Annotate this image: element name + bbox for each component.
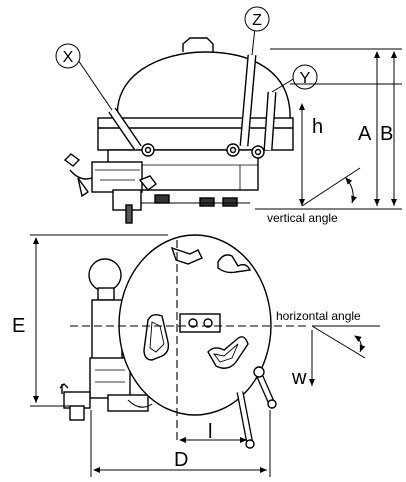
top-handle — [182, 37, 214, 52]
mounting-feet — [154, 194, 238, 207]
label-y: Y — [300, 70, 311, 87]
grommet-right — [207, 336, 249, 369]
center-clamp — [179, 313, 221, 333]
top-view-dimensions — [30, 234, 380, 478]
label-z: Z — [252, 12, 262, 29]
electrical-box — [63, 153, 157, 224]
callout-y — [292, 64, 318, 90]
compressor-dome — [116, 51, 291, 121]
top-view — [59, 234, 277, 449]
horizontal-angle-line — [311, 325, 366, 359]
side-view — [63, 37, 294, 224]
label-w: w — [291, 367, 307, 389]
label-a: A — [358, 123, 372, 145]
grommet-top-left — [170, 246, 203, 265]
pipe-z — [226, 54, 257, 157]
label-l: l — [208, 421, 212, 443]
label-e: E — [12, 315, 25, 337]
pipe-x — [108, 107, 155, 157]
grommet-left — [143, 313, 170, 361]
callouts — [55, 6, 318, 111]
grommet-top-right — [217, 254, 252, 274]
center-lines — [70, 240, 310, 440]
discharge-pipes — [236, 366, 277, 449]
callout-z — [244, 6, 270, 32]
vertical-angle-line — [301, 167, 361, 207]
label-b: B — [380, 123, 393, 145]
accumulator-top — [88, 258, 122, 292]
callout-x — [55, 43, 81, 69]
label-x: X — [63, 49, 74, 66]
side-view-dimensions — [255, 48, 402, 210]
pipe-y — [251, 91, 277, 159]
label-d: D — [174, 449, 188, 471]
label-h: h — [312, 116, 323, 138]
label-vertical-angle: vertical angle — [267, 211, 338, 225]
terminal-box — [59, 383, 91, 421]
label-horizontal-angle: horizontal angle — [276, 309, 361, 323]
